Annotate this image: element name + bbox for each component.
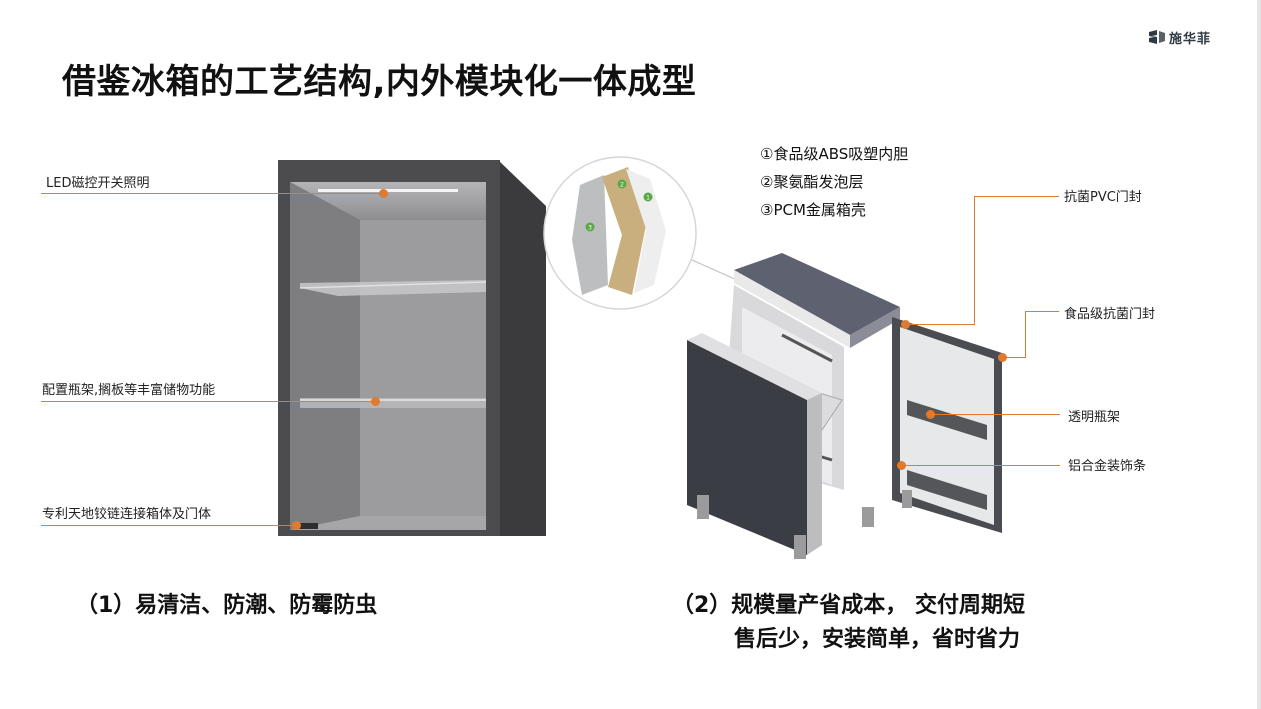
callout-pvc-seal-line-h (974, 196, 1059, 197)
layer-badge-2 (617, 179, 627, 189)
layer-item-2: ②聚氨酯发泡层 (760, 173, 864, 191)
callout-trim-label: 铝合金装饰条 (1068, 459, 1147, 474)
bullet-right-line2: 售后少，安装简单，省时省力 (734, 627, 1021, 652)
layer-item-1: ①食品级ABS吸塑内胆 (760, 145, 909, 163)
callout-pvc-seal-line-h2 (905, 324, 975, 325)
callout-led-dot (379, 189, 388, 198)
layer-item-3: ③PCM金属箱壳 (760, 201, 866, 219)
callout-trim-line (901, 465, 1060, 466)
callout-led-line (41, 193, 383, 194)
svg-text:1: 1 (646, 195, 650, 202)
under-counter-cabinet-illustration (687, 253, 1002, 559)
callout-food-seal-line-h2 (1002, 357, 1026, 358)
callout-pvc-seal-dot (901, 320, 910, 329)
layer-list: ①食品级ABS吸塑内胆 ②聚氨酯发泡层 ③PCM金属箱壳 (760, 140, 908, 224)
callout-bottle-rack-label: 透明瓶架 (1068, 410, 1121, 425)
brand-logo: 施华菲 (1148, 27, 1211, 47)
layer-cross-section-illustration: 3 2 1 (543, 156, 697, 310)
layer-badge-1 (643, 192, 653, 202)
callout-shelf-line (41, 401, 375, 402)
callout-food-seal-dot (998, 353, 1007, 362)
brand-name: 施华菲 (1169, 31, 1212, 47)
svg-text:3: 3 (588, 225, 592, 232)
callout-bottle-rack-line (930, 414, 1060, 415)
callout-hinge-dot (292, 521, 301, 530)
brand-logo-mark-icon (1149, 30, 1165, 44)
callout-pvc-seal-label: 抗菌PVC门封 (1064, 190, 1142, 205)
bullet-left: （1）易清洁、防潮、防霉防虫 (76, 593, 378, 618)
svg-text:2: 2 (620, 182, 624, 189)
display-fridge-illustration (278, 160, 546, 536)
layer-badge-3 (585, 222, 595, 232)
callout-bottle-rack-dot (926, 410, 935, 419)
callout-hinge-label: 专利天地铰链连接箱体及门体 (42, 507, 212, 522)
callout-trim-dot (897, 461, 906, 470)
callout-led-label: LED磁控开关照明 (46, 176, 150, 191)
callout-food-seal-line-v (1025, 311, 1026, 357)
callout-food-seal-line-h (1025, 311, 1059, 312)
callout-shelf-label: 配置瓶架,搁板等丰富储物功能 (42, 383, 216, 398)
slide-edge (1257, 0, 1261, 709)
callout-food-seal-label: 食品级抗菌门封 (1064, 307, 1156, 322)
callout-shelf-dot (371, 397, 380, 406)
bullet-right-line1: （2）规模量产省成本， 交付周期短 (672, 593, 1025, 618)
callout-pvc-seal-line-v (974, 196, 975, 324)
callout-hinge-line (41, 525, 296, 526)
page-title: 借鉴冰箱的工艺结构,内外模块化一体成型 (62, 62, 697, 102)
